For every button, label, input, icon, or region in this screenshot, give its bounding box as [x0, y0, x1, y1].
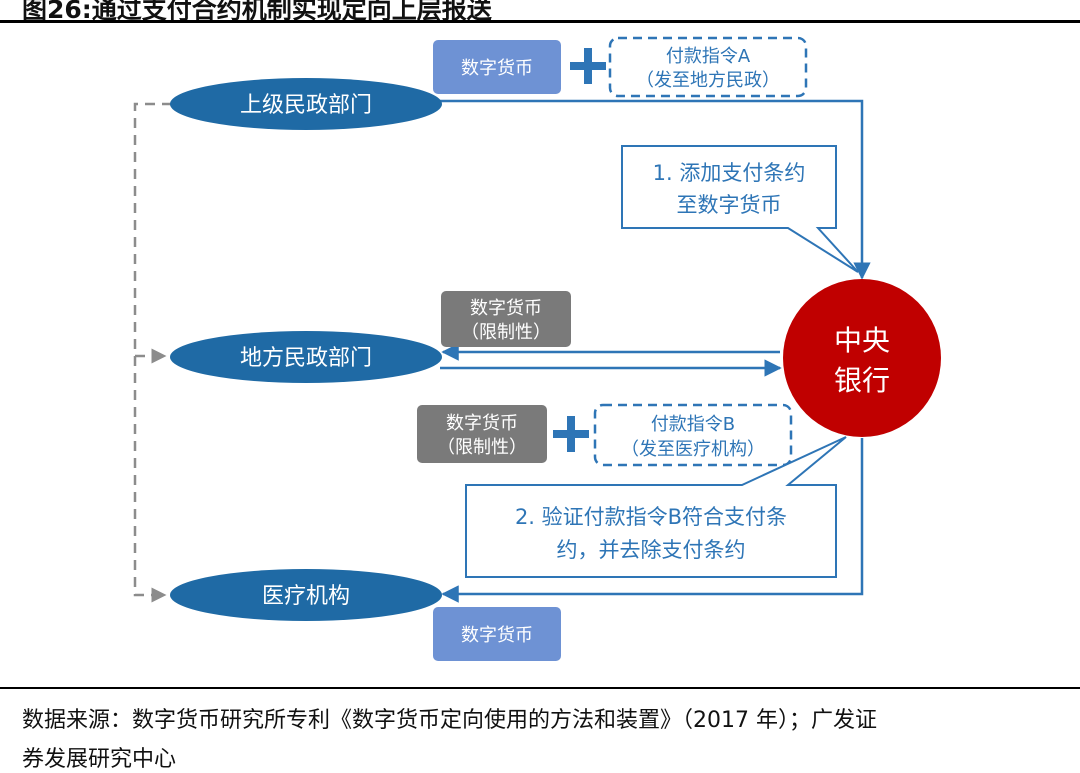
restricted-currency-1-line1: 数字货币 — [470, 298, 542, 319]
digital-currency-bottom-label: 数字货币 — [461, 625, 533, 646]
callout-step2-line2: 约，并去除支付条约 — [557, 538, 746, 562]
instruction-a-line1: 付款指令A — [666, 46, 751, 67]
payment-instruction-a: 付款指令A （发至地方民政） — [608, 36, 808, 98]
node-medical-institution: 医疗机构 — [170, 569, 442, 621]
plus-icon — [553, 416, 589, 452]
digital-currency-top-label: 数字货币 — [461, 58, 533, 79]
hierarchy-connector — [133, 102, 172, 603]
bottom-rule — [0, 687, 1080, 689]
restricted-currency-tag-1: 数字货币 （限制性） — [441, 291, 571, 347]
restricted-currency-tag-2: 数字货币 （限制性） — [417, 405, 547, 463]
node-local-civil-affairs: 地方民政部门 — [170, 331, 442, 383]
central-bank-node: 中央 银行 — [783, 279, 941, 437]
payment-instruction-b: 付款指令B （发至医疗机构） — [593, 403, 793, 467]
instruction-b-line1: 付款指令B — [651, 414, 735, 435]
instruction-a-line2: （发至地方民政） — [636, 70, 780, 91]
flow-diagram: 上级民政部门 地方民政部门 医疗机构 中央 银行 数字货币 付款指令A （发至地… — [133, 36, 941, 661]
restricted-currency-1-line2: （限制性） — [461, 322, 551, 343]
digital-currency-tag-top: 数字货币 — [433, 40, 561, 94]
callout-step1: 1. 添加支付条约 至数字货币 — [621, 145, 859, 273]
restricted-currency-2-line2: （限制性） — [437, 437, 527, 458]
node-local-label: 地方民政部门 — [240, 346, 372, 371]
central-bank-label-1: 中央 — [834, 324, 890, 357]
data-source-continued: 券发展研究中心 — [22, 747, 177, 772]
plus-icon — [570, 48, 606, 84]
callout-step1-line2: 至数字货币 — [677, 193, 782, 217]
callout-step2-line1: 2. 验证付款指令B符合支付条 — [515, 505, 787, 529]
node-upper-label: 上级民政部门 — [240, 93, 372, 118]
top-rule — [0, 20, 1080, 23]
node-medical-label: 医疗机构 — [262, 584, 350, 609]
restricted-currency-2-line1: 数字货币 — [446, 413, 518, 434]
node-upper-civil-affairs: 上级民政部门 — [170, 78, 442, 130]
flow-lines — [440, 99, 871, 603]
callout-step2: 2. 验证付款指令B符合支付条 约，并去除支付条约 — [465, 436, 847, 578]
central-bank-label-2: 银行 — [834, 364, 890, 397]
callout-step1-line1: 1. 添加支付条约 — [653, 161, 806, 185]
data-source: 数据来源：数字货币研究所专利《数字货币定向使用的方法和装置》（2017 年）；广… — [22, 708, 877, 733]
digital-currency-tag-bottom: 数字货币 — [433, 607, 561, 661]
instruction-b-line2: （发至医疗机构） — [621, 439, 765, 460]
